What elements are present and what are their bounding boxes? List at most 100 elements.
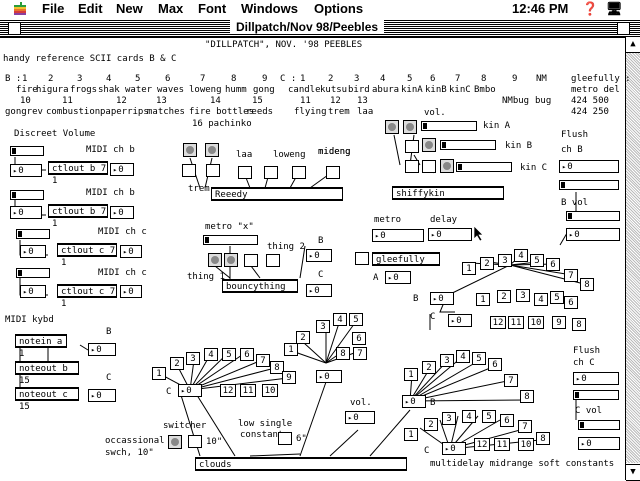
preset-box[interactable]: 5 bbox=[349, 313, 363, 326]
number-box[interactable]: 0 bbox=[20, 245, 46, 258]
number-box[interactable]: 0 bbox=[573, 372, 619, 385]
preset-box[interactable]: 8 bbox=[580, 278, 594, 291]
preset-box[interactable]: 10 bbox=[518, 438, 534, 451]
preset-box[interactable]: 5 bbox=[222, 348, 236, 361]
preset-box[interactable]: 3 bbox=[442, 412, 456, 425]
preset-box[interactable]: 7 bbox=[518, 420, 532, 433]
toggle-button[interactable] bbox=[422, 138, 436, 152]
preset-box[interactable]: 11 bbox=[240, 384, 256, 397]
menu-edit[interactable]: Edit bbox=[78, 1, 103, 16]
preset-box[interactable]: 4 bbox=[456, 350, 470, 363]
preset-box[interactable]: 6 bbox=[240, 348, 254, 361]
toggle-button[interactable] bbox=[205, 143, 219, 157]
number-box[interactable]: 0 bbox=[430, 292, 454, 305]
preset-box[interactable]: 12 bbox=[474, 438, 490, 451]
ctlout-object[interactable]: ctlout c 7 1 bbox=[57, 243, 117, 268]
number-box[interactable]: 0 bbox=[178, 384, 202, 397]
preset-box[interactable]: 3 bbox=[186, 352, 200, 365]
kin-c-slider[interactable] bbox=[456, 162, 512, 172]
message-box[interactable] bbox=[292, 166, 306, 179]
preset-box[interactable]: 6 bbox=[546, 258, 560, 271]
number-box[interactable]: 0 bbox=[448, 314, 472, 327]
number-box[interactable]: 0 bbox=[88, 343, 116, 356]
preset-box[interactable]: 6 bbox=[488, 358, 502, 371]
preset-box[interactable]: 8 bbox=[336, 347, 350, 360]
apple-icon[interactable] bbox=[14, 2, 26, 16]
preset-box[interactable]: 8 bbox=[520, 390, 534, 403]
volume-slider[interactable] bbox=[16, 268, 50, 278]
number-box[interactable]: 0 bbox=[559, 160, 619, 173]
preset-box[interactable]: 6 bbox=[500, 414, 514, 427]
preset-box[interactable]: 11 bbox=[494, 438, 510, 451]
flush-c-slider[interactable] bbox=[573, 390, 619, 400]
message-box[interactable] bbox=[405, 140, 419, 153]
preset-box[interactable]: 7 bbox=[564, 269, 578, 282]
preset-box[interactable]: 2 bbox=[422, 361, 436, 374]
preset-box[interactable]: 2 bbox=[424, 418, 438, 431]
preset-box[interactable]: 12 bbox=[220, 384, 236, 397]
toggle-button[interactable] bbox=[208, 253, 222, 267]
notein-object[interactable]: notein a 1 bbox=[15, 334, 67, 359]
kin-b-slider[interactable] bbox=[440, 140, 496, 150]
number-box[interactable]: 0 bbox=[306, 284, 332, 297]
preset-box[interactable]: 3 bbox=[516, 289, 530, 302]
message-box[interactable] bbox=[188, 435, 202, 448]
preset-box[interactable]: 4 bbox=[204, 348, 218, 361]
ctlout-object[interactable]: ctlout b 7 1 bbox=[48, 204, 108, 229]
kin-a-slider[interactable] bbox=[421, 121, 477, 131]
delay-number-box[interactable]: 0 bbox=[428, 228, 472, 241]
volume-slider[interactable] bbox=[10, 190, 44, 200]
number-box[interactable]: 0 bbox=[110, 163, 134, 176]
preset-box[interactable]: 7 bbox=[504, 374, 518, 387]
preset-box[interactable]: 6 bbox=[564, 296, 578, 309]
preset-box[interactable]: 3 bbox=[316, 320, 330, 333]
preset-box[interactable]: 2 bbox=[170, 357, 184, 370]
menu-windows[interactable]: Windows bbox=[241, 1, 298, 16]
preset-box[interactable]: 5 bbox=[472, 352, 486, 365]
menu-new[interactable]: New bbox=[116, 1, 143, 16]
scroll-down-arrow-icon[interactable]: ▼ bbox=[626, 464, 640, 481]
volume-slider[interactable] bbox=[16, 229, 50, 239]
scroll-track[interactable] bbox=[626, 53, 640, 463]
preset-box[interactable]: 7 bbox=[353, 347, 367, 360]
clouds-object[interactable]: clouds bbox=[195, 457, 407, 471]
close-box-icon[interactable] bbox=[8, 22, 21, 35]
number-box[interactable]: 0 bbox=[110, 206, 134, 219]
message-box[interactable] bbox=[355, 252, 369, 265]
number-box[interactable]: 0 bbox=[566, 228, 620, 241]
menu-font[interactable]: Font bbox=[198, 1, 227, 16]
c-vol-slider[interactable] bbox=[578, 420, 620, 430]
toggle-button[interactable] bbox=[385, 120, 399, 134]
preset-box[interactable]: 8 bbox=[536, 432, 550, 445]
preset-box[interactable]: 5 bbox=[550, 291, 564, 304]
preset-box[interactable]: 2 bbox=[497, 290, 511, 303]
shiffykin-object[interactable]: shiffykin bbox=[392, 186, 504, 200]
help-icon[interactable]: ❓ bbox=[582, 1, 599, 16]
menu-file[interactable]: File bbox=[42, 1, 65, 16]
message-box[interactable] bbox=[278, 432, 292, 445]
toggle-button[interactable] bbox=[403, 120, 417, 134]
b-vol-slider[interactable] bbox=[566, 211, 620, 221]
scroll-up-arrow-icon[interactable]: ▲ bbox=[626, 37, 640, 53]
ctlout-object[interactable]: ctlout b 7 1 bbox=[48, 161, 108, 186]
message-box[interactable] bbox=[405, 160, 419, 173]
toggle-button[interactable] bbox=[440, 159, 454, 173]
message-box[interactable] bbox=[266, 254, 280, 267]
metro-slider[interactable] bbox=[203, 235, 258, 245]
preset-box[interactable]: 1 bbox=[462, 262, 476, 275]
number-box[interactable]: 0 bbox=[10, 164, 42, 177]
message-box[interactable] bbox=[422, 160, 436, 173]
preset-box[interactable]: 4 bbox=[534, 293, 548, 306]
preset-box[interactable]: 3 bbox=[440, 354, 454, 367]
finder-icon[interactable]: 🖥 bbox=[606, 1, 623, 16]
preset-box[interactable]: 10 bbox=[528, 316, 544, 329]
toggle-button[interactable] bbox=[168, 435, 182, 449]
preset-box[interactable]: 1 bbox=[404, 368, 418, 381]
preset-box[interactable]: 8 bbox=[572, 318, 586, 331]
number-box[interactable]: 0 bbox=[402, 395, 426, 408]
preset-box[interactable]: 2 bbox=[296, 331, 310, 344]
number-box[interactable]: 0 bbox=[20, 285, 46, 298]
preset-box[interactable]: 1 bbox=[476, 293, 490, 306]
preset-box[interactable]: 1 bbox=[152, 367, 166, 380]
message-box[interactable] bbox=[326, 166, 340, 179]
